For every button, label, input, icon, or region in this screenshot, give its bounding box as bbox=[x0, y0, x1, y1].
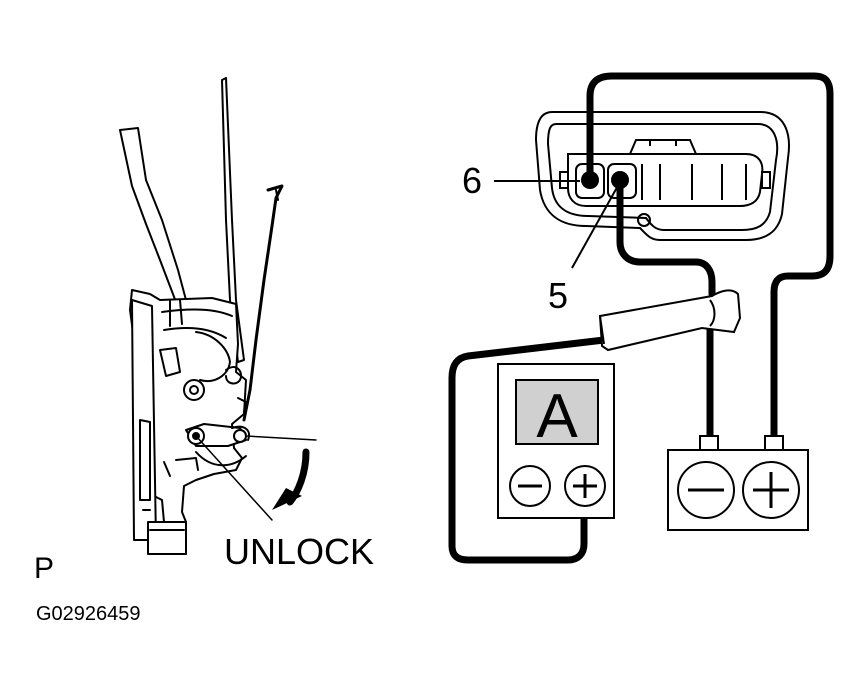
plus-circle-icon bbox=[742, 461, 800, 519]
pin-6-probe bbox=[581, 171, 599, 189]
battery-terminal-negative bbox=[699, 435, 719, 451]
pin-6-label: 6 bbox=[462, 160, 482, 201]
plus-circle-icon bbox=[564, 465, 606, 507]
minus-circle-icon bbox=[677, 461, 735, 519]
test-wiring bbox=[448, 72, 834, 564]
figure-code: G02926459 bbox=[36, 603, 141, 625]
minus-circle-icon bbox=[509, 465, 551, 507]
curved-arrow-icon bbox=[272, 448, 310, 510]
ammeter-display bbox=[515, 379, 599, 445]
battery bbox=[667, 435, 809, 531]
view-label: P bbox=[34, 552, 54, 585]
ammeter-symbol: A bbox=[536, 382, 578, 451]
door-lock-assembly bbox=[119, 77, 317, 555]
battery-terminal-positive bbox=[764, 435, 784, 451]
pin-5-probe bbox=[611, 171, 629, 189]
ammeter: A bbox=[497, 363, 615, 519]
current-clamp-probe bbox=[598, 289, 742, 352]
unlock-label: UNLOCK bbox=[224, 531, 374, 572]
connector-housing bbox=[534, 111, 790, 241]
pin-5-label: 5 bbox=[548, 275, 568, 316]
